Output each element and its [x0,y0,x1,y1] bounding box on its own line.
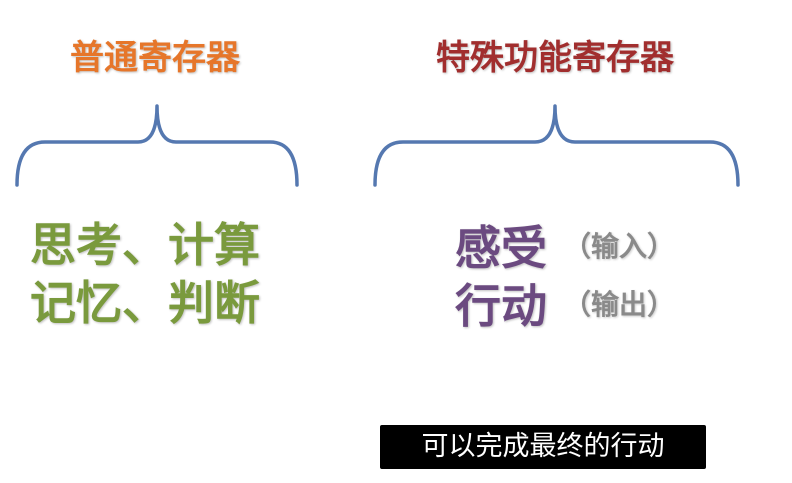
output-main-text: 行动 [455,279,547,333]
special-register-title: 特殊功能寄存器 [436,38,674,78]
input-paren-text: （输入） [563,230,676,263]
right-brace-path [373,104,740,187]
special-register-line-2: 行动 （输出） [455,276,715,333]
output-paren-text: （输出） [563,288,676,321]
general-register-title: 普通寄存器 [70,38,240,78]
special-register-line-1: 感受 （输入） [455,218,715,275]
left-brace-path [15,104,299,187]
general-register-line-1: 思考、计算 [30,218,260,272]
general-register-line-2: 记忆、判断 [30,276,260,330]
video-subtitle: 可以完成最终的行动 [380,425,706,469]
input-main-text: 感受 [455,221,547,275]
